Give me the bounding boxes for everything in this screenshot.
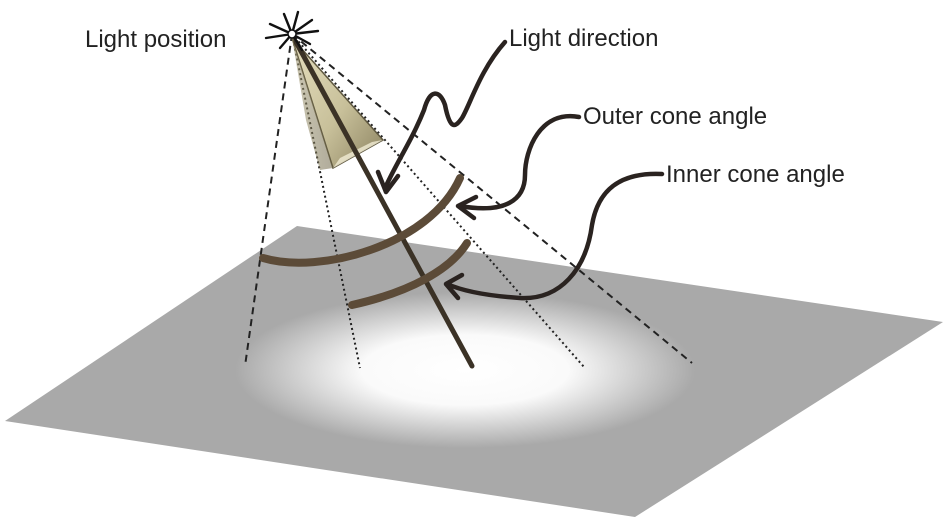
label-light-direction: Light direction <box>509 25 659 52</box>
inner-cone-callout <box>444 171 665 301</box>
outer-cone-arc <box>259 174 464 267</box>
outer-cone-line-left <box>244 33 293 367</box>
inner-cone-arrowhead <box>443 272 465 301</box>
label-outer-cone-angle: Outer cone angle <box>583 103 768 130</box>
outer-cone-line-right <box>291 33 693 364</box>
outer-cone-callout <box>457 113 582 211</box>
starburst-icon <box>264 10 320 52</box>
inner-cone-arc <box>348 239 471 309</box>
light-direction-arrowhead <box>375 169 401 195</box>
outer-cone-arrowhead <box>455 194 479 221</box>
label-light-position: Light position <box>85 26 227 53</box>
spot-highlight <box>235 292 695 448</box>
inner-cone-line-right <box>291 33 585 368</box>
label-inner-cone-angle: Inner cone angle <box>666 161 845 188</box>
light-direction-callout <box>383 39 508 189</box>
light-direction-axis <box>293 39 475 369</box>
